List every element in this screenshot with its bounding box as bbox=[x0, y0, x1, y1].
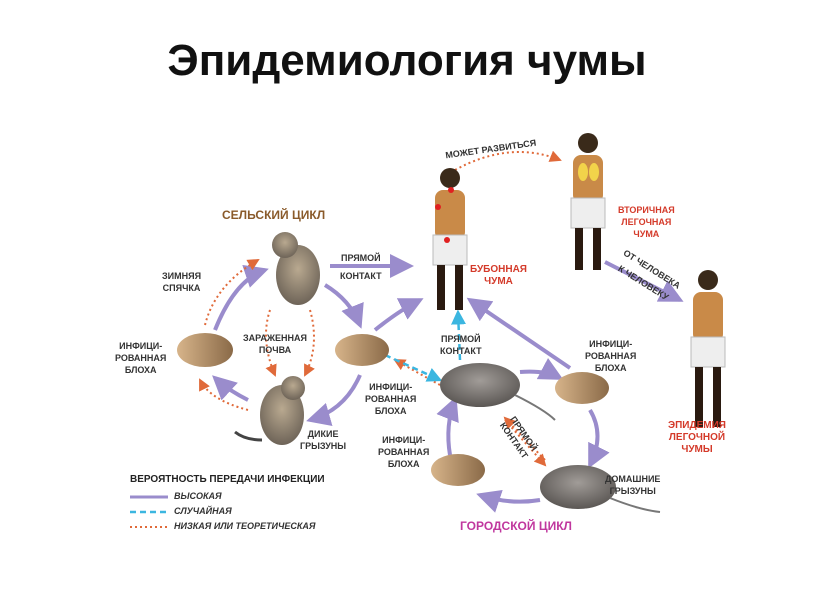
human-bubonic bbox=[432, 168, 468, 310]
legend-item-low: НИЗКАЯ ИЛИ ТЕОРЕТИЧЕСКАЯ bbox=[174, 521, 316, 531]
urban-cycle-heading: ГОРОДСКОЙ ЦИКЛ bbox=[460, 519, 572, 533]
occasional-arrows bbox=[384, 309, 467, 382]
flea-icon bbox=[555, 372, 609, 404]
human-secondary-pneumonic bbox=[570, 133, 606, 270]
legend-item-high: ВЫСОКАЯ bbox=[174, 491, 222, 501]
rat-bottom bbox=[540, 465, 661, 513]
rural-cycle-heading: СЕЛЬСКИЙ ЦИКЛ bbox=[222, 208, 326, 222]
human-epidemic bbox=[690, 270, 726, 427]
legend-title: ВЕРОЯТНОСТЬ ПЕРЕДАЧИ ИНФЕКЦИИ bbox=[130, 474, 325, 485]
flea-icon bbox=[431, 454, 485, 486]
rat-mid bbox=[440, 363, 556, 421]
slide-title: Эпидемиология чумы bbox=[167, 36, 647, 85]
high-probability-arrows bbox=[212, 254, 684, 513]
flea-icon bbox=[177, 333, 233, 367]
legend-item-occasional: СЛУЧАЙНАЯ bbox=[174, 506, 232, 516]
ground-squirrel-bottom bbox=[234, 376, 305, 445]
ground-squirrel-top bbox=[272, 232, 320, 305]
low-probability-arrows bbox=[199, 150, 562, 467]
flea-icon bbox=[335, 334, 389, 366]
